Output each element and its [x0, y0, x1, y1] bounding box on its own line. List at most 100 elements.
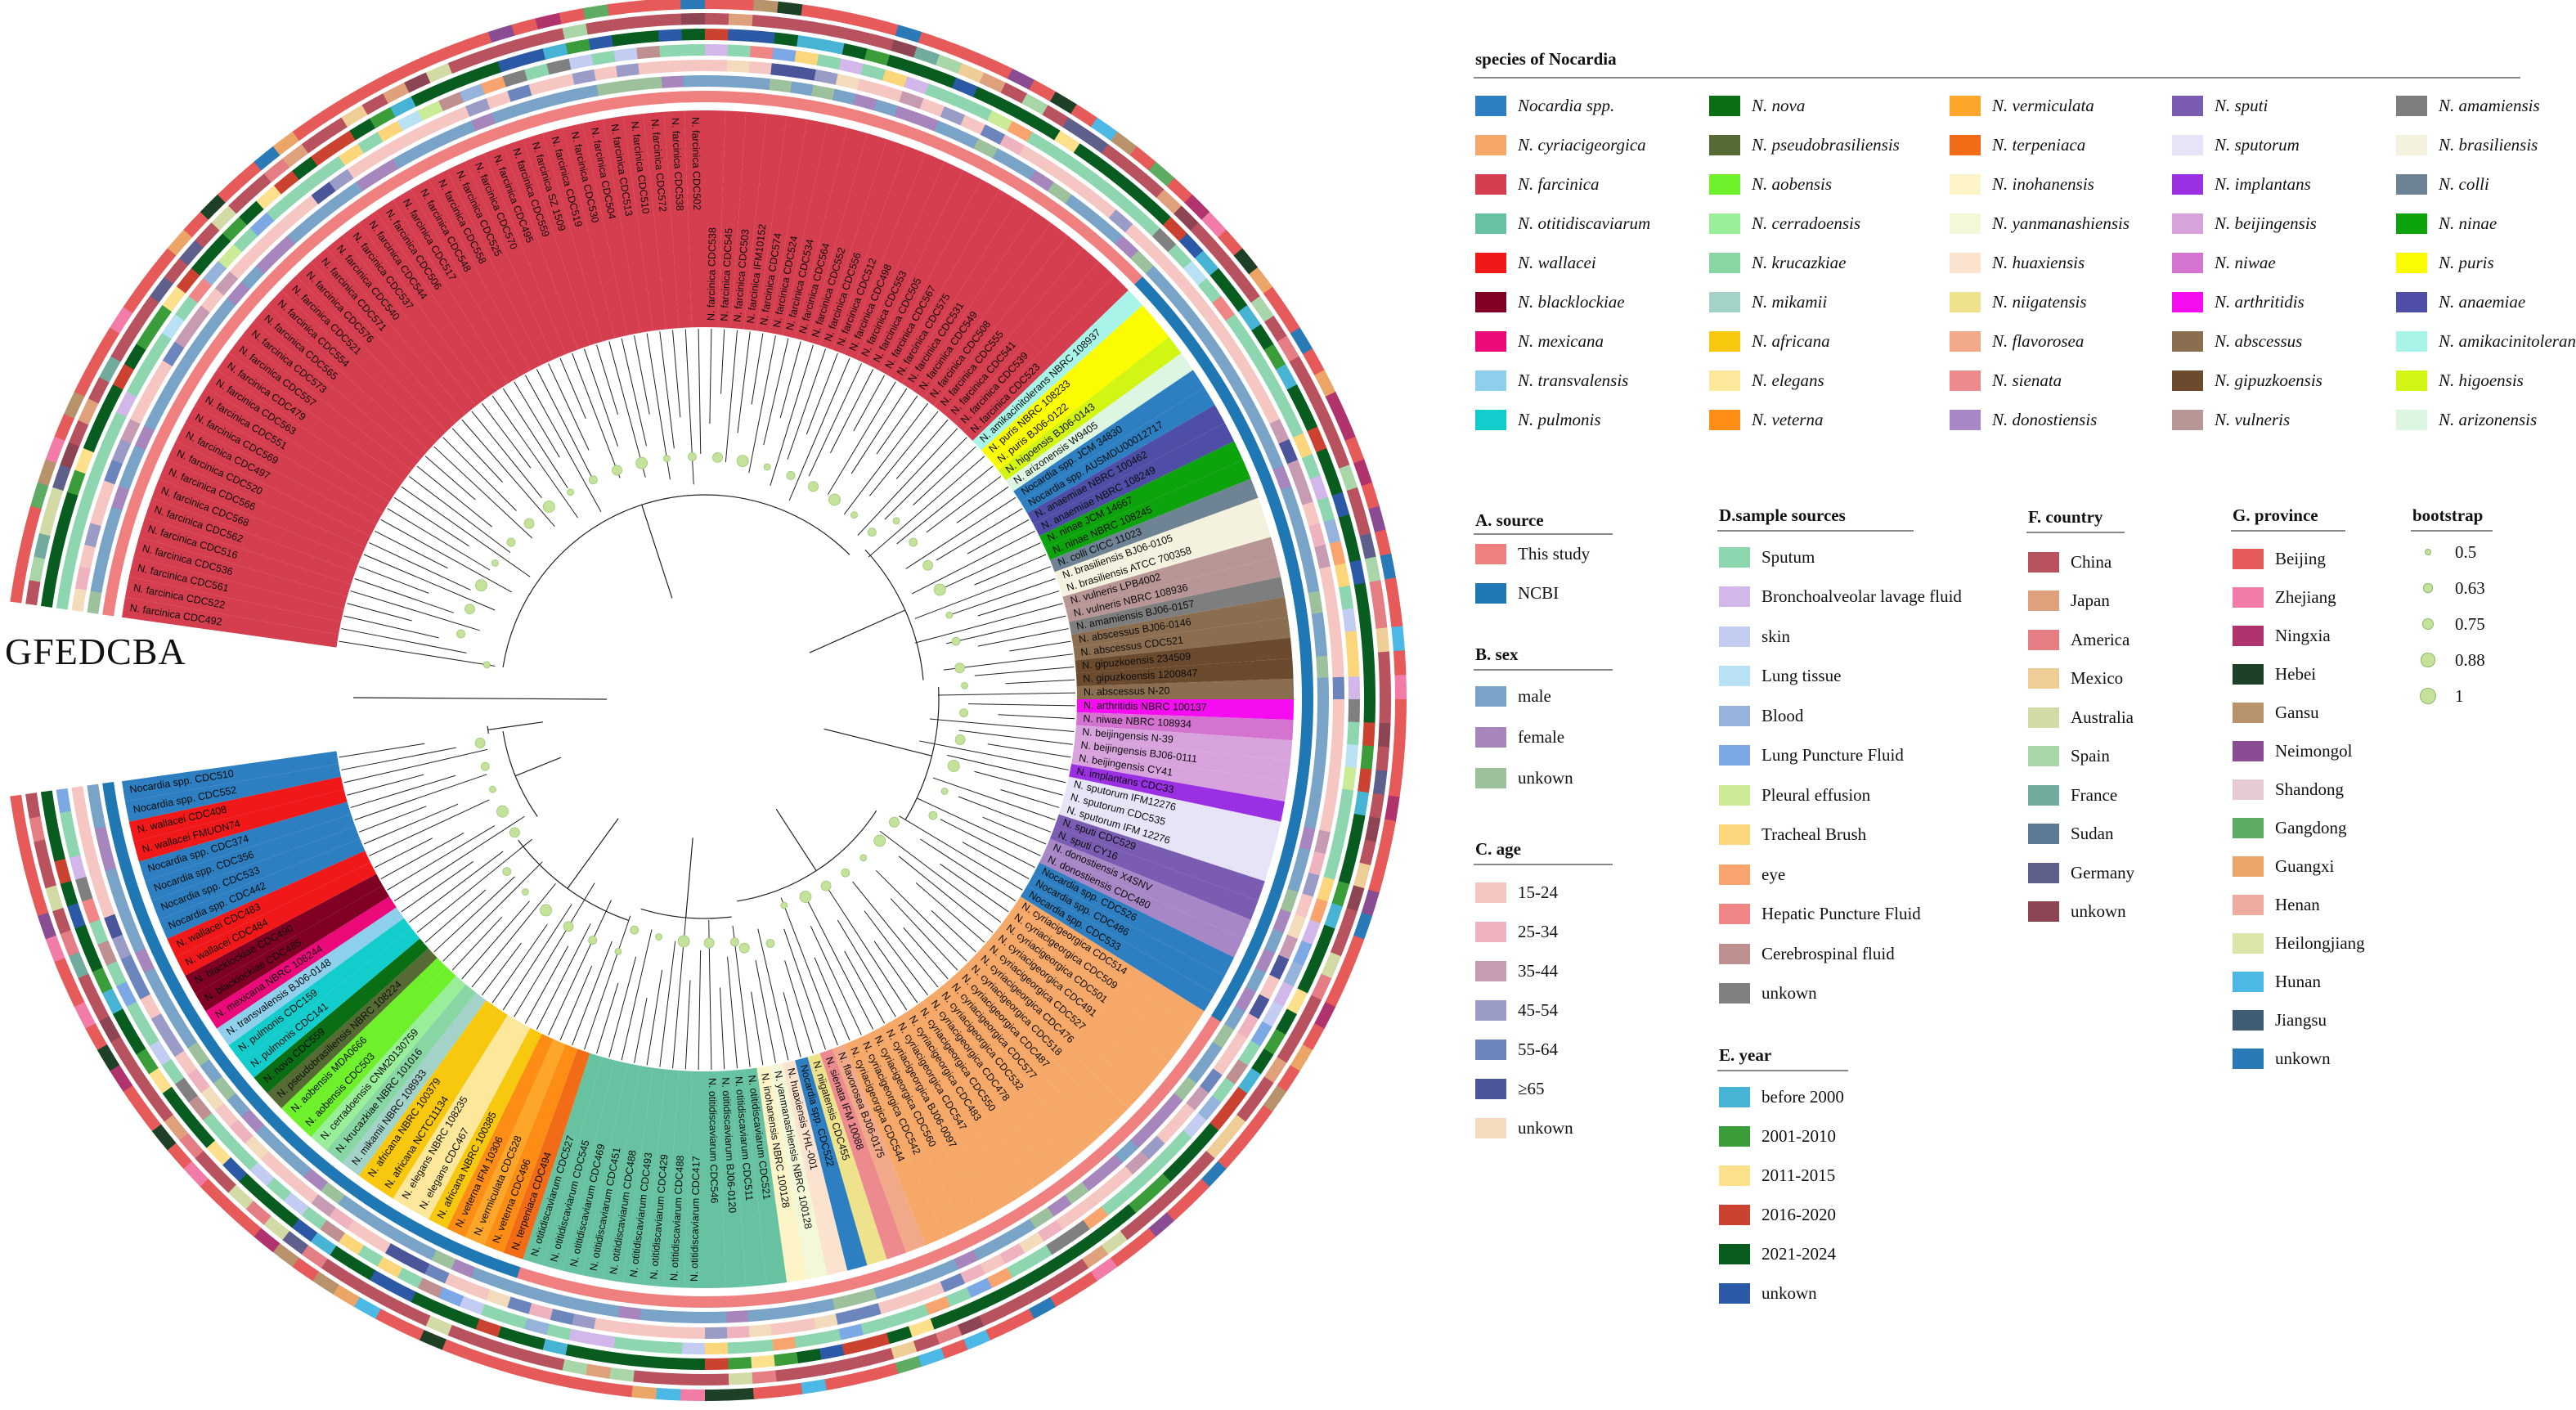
ring-e-year-cell — [1194, 250, 1219, 276]
ring-a-source-cell — [1250, 923, 1269, 948]
ring-f-country-cell — [1236, 276, 1261, 303]
ring-f-country-cell — [1369, 793, 1384, 820]
ring-b-sex-cell — [873, 99, 899, 117]
legend-label: N. gipuzkoensis — [2215, 370, 2322, 390]
legend-swatch — [1709, 370, 1740, 391]
ring-f-country-cell — [1330, 442, 1350, 469]
ring-d-sample-cell — [772, 47, 797, 62]
ring-b-sex-cell — [1304, 569, 1320, 594]
province-legend-item: Guangxi — [2233, 854, 2334, 878]
ring-a-source-cell — [347, 1182, 371, 1204]
ring-c-age-cell — [1225, 341, 1248, 367]
ring-f-country-cell — [78, 972, 99, 1000]
species-sector — [819, 139, 907, 350]
ring-g-province-cell — [272, 131, 300, 155]
ring-b-sex-cell — [1313, 634, 1328, 658]
legend-swatch — [2396, 252, 2427, 273]
legend-label: N. wallacei — [1518, 252, 1596, 272]
ring-f-country-cell — [1082, 130, 1109, 154]
legend-swatch — [2396, 330, 2427, 352]
ring-e-year-cell — [44, 813, 61, 839]
ring-e-year-cell — [101, 384, 123, 411]
ring-f-country-cell — [775, 16, 801, 32]
legend-label: N. cerradoensis — [1752, 213, 1860, 233]
ring-f-country-cell — [34, 838, 51, 865]
ring-c-age-cell — [444, 106, 470, 126]
legend-swatch — [1475, 726, 1506, 748]
tree-branch — [915, 882, 985, 943]
ring-f-country-cell — [1221, 1114, 1246, 1141]
species-legend-item: N. blacklockiae — [1475, 290, 1625, 314]
ring-b-sex-cell — [992, 1229, 1017, 1251]
legend-label: N. krucazkiae — [1752, 252, 1847, 272]
ring-g-province-cell — [777, 1, 804, 16]
ring-d-sample-cell — [966, 1278, 993, 1299]
ring-b-sex-cell — [512, 99, 537, 117]
tree-branch — [339, 743, 425, 758]
ring-e-year-cell — [1316, 447, 1335, 474]
province-legend-item: Heilongjiang — [2233, 931, 2365, 955]
tree-branch — [788, 357, 850, 501]
species-legend-item: N. yanmanashiensis — [1950, 211, 2129, 236]
ring-e-year-cell — [1250, 1049, 1274, 1075]
ring-d-sample-cell — [1083, 1206, 1109, 1230]
tree-branch — [567, 818, 619, 889]
tree-branch — [514, 882, 595, 1017]
bootstrap-node — [922, 559, 933, 571]
ring-c-age-cell — [856, 1303, 882, 1320]
ring-a-source-cell — [599, 1287, 622, 1302]
ring-a-source-cell — [212, 1049, 235, 1075]
tree-branch — [442, 437, 517, 511]
ring-c-age-cell — [1332, 676, 1345, 700]
ring-d-sample-cell — [1344, 743, 1359, 769]
ring-b-sex-cell — [1235, 387, 1257, 412]
tree-branch — [884, 437, 967, 520]
legend-label: N. beijingensis — [2215, 213, 2317, 233]
legend-label: N. blacklockiae — [1518, 291, 1625, 312]
ring-g-province-cell — [1050, 91, 1078, 115]
ring-d-sample-cell — [546, 58, 572, 75]
tree-branch — [347, 774, 424, 796]
legend-label: N. niigatensis — [1992, 291, 2087, 312]
ring-f-country-cell — [1081, 1245, 1109, 1269]
tree-branch — [369, 542, 471, 590]
ring-f-country-cell — [913, 1333, 940, 1353]
ring-a-source-cell — [985, 162, 1010, 183]
ring-c-age-cell — [980, 124, 1006, 146]
ring-e-year-cell — [1263, 344, 1286, 370]
ring-c-age-cell — [111, 438, 132, 465]
species-sector — [705, 110, 726, 328]
province-legend-item: Hunan — [2233, 969, 2321, 994]
ring-f-country-cell — [958, 63, 985, 83]
tree-branch — [596, 982, 619, 1054]
species-sector — [240, 321, 420, 470]
ring-e-year-cell — [273, 1203, 299, 1228]
ring-a-source-cell — [1300, 657, 1313, 680]
ring-a-source-cell — [419, 1226, 443, 1246]
ring-d-sample-cell — [161, 1058, 185, 1084]
legend-label: N. niwae — [2215, 252, 2276, 272]
ring-d-sample-cell — [64, 540, 81, 566]
ring-d-sample-cell — [417, 100, 444, 121]
legend-label: N. pseudobrasiliensis — [1752, 134, 1900, 155]
ring-b-sex-cell — [1280, 888, 1299, 914]
bootstrap-node — [662, 455, 671, 463]
species-legend-item: N. arthritidis — [2172, 290, 2304, 314]
bootstrap-node — [763, 463, 771, 471]
legend-label: Henan — [2275, 894, 2320, 914]
species-legend-item: N. huaxiensis — [1950, 250, 2085, 275]
ring-d-sample-cell — [1118, 1177, 1143, 1202]
ring-d-sample-cell — [945, 1287, 972, 1307]
ring-g-province-cell — [535, 12, 563, 30]
bootstrap-node — [480, 761, 490, 771]
species-sector — [205, 370, 397, 502]
ring-a-source-cell — [1148, 1083, 1171, 1107]
ring-d-sample-cell — [1292, 433, 1313, 459]
ring-b-sex-cell — [1304, 806, 1320, 830]
ring-a-source-cell — [1299, 635, 1313, 658]
species-sector — [133, 789, 348, 862]
ring-b-sex-cell — [1174, 298, 1197, 323]
ring-c-age-cell — [1326, 610, 1341, 635]
tree-branch — [641, 505, 673, 599]
